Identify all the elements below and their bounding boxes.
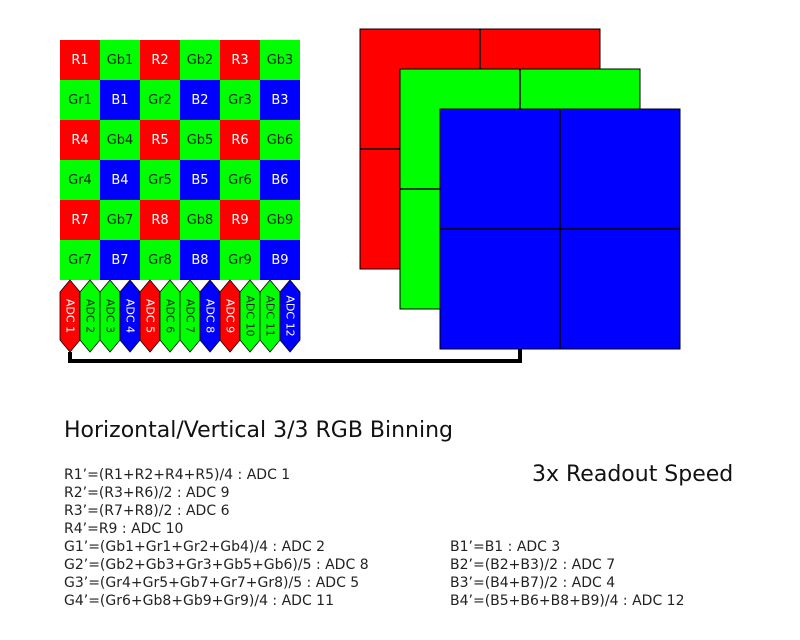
- adc-label: ADC 9: [224, 299, 237, 333]
- formula-r2: R2’=(R3+R6)/2 : ADC 9: [64, 485, 230, 501]
- adc-label: ADC 11: [264, 295, 277, 336]
- formula-b1: B1’=B1 : ADC 3: [450, 539, 561, 555]
- pixel-b3: B3: [260, 80, 300, 120]
- adc-10: ADC 10: [239, 279, 261, 353]
- adc-label: ADC 12: [284, 295, 297, 336]
- formula-g2: G2’=(Gb2+Gb3+Gr3+Gb5+Gb6)/5 : ADC 8: [64, 557, 369, 573]
- formula-list-left: R1’=(R1+R2+R4+R5)/4 : ADC 1 R2’=(R3+R6)/…: [64, 466, 369, 610]
- pixel-gr1: Gr1: [60, 80, 100, 120]
- adc-8: ADC 8: [199, 279, 221, 353]
- adc-label: ADC 2: [84, 299, 97, 333]
- adc-3: ADC 3: [99, 279, 121, 353]
- formula-g4: G4’=(Gr6+Gb8+Gb9+Gr9)/4 : ADC 11: [64, 593, 334, 609]
- pixel-r5: R5: [140, 120, 180, 160]
- adc-label: ADC 6: [164, 299, 177, 333]
- adc-12: ADC 12: [279, 279, 301, 353]
- pixel-r4: R4: [60, 120, 100, 160]
- pixel-gb7: Gb7: [100, 200, 140, 240]
- pixel-b9: B9: [260, 240, 300, 280]
- pixel-r3: R3: [220, 40, 260, 80]
- pixel-r1: R1: [60, 40, 100, 80]
- pixel-b2: B2: [180, 80, 220, 120]
- formula-list-right: B1’=B1 : ADC 3 B2’=(B2+B3)/2 : ADC 7 B3’…: [450, 538, 685, 610]
- adc-2: ADC 2: [79, 279, 101, 353]
- pixel-b8: B8: [180, 240, 220, 280]
- pixel-gr6: Gr6: [220, 160, 260, 200]
- pixel-gb6: Gb6: [260, 120, 300, 160]
- adc-label: ADC 8: [204, 299, 217, 333]
- adc-1: ADC 1: [59, 279, 81, 353]
- adc-4: ADC 4: [119, 279, 141, 353]
- formula-r3: R3’=(R7+R8)/2 : ADC 6: [64, 503, 230, 519]
- formula-b2: B2’=(B2+B3)/2 : ADC 7: [450, 557, 616, 573]
- pixel-b6: B6: [260, 160, 300, 200]
- adc-label: ADC 7: [184, 299, 197, 333]
- pixel-r7: R7: [60, 200, 100, 240]
- pixel-gb9: Gb9: [260, 200, 300, 240]
- pixel-r6: R6: [220, 120, 260, 160]
- formula-b4: B4’=(B5+B6+B8+B9)/4 : ADC 12: [450, 593, 685, 609]
- adc-9: ADC 9: [219, 279, 241, 353]
- adc-label: ADC 3: [104, 299, 117, 333]
- formula-b3: B3’=(B4+B7)/2 : ADC 4: [450, 575, 616, 591]
- pixel-b5: B5: [180, 160, 220, 200]
- adc-5: ADC 5: [139, 279, 161, 353]
- adc-11: ADC 11: [259, 279, 281, 353]
- blue-binned-plane: [439, 108, 681, 350]
- pixel-b7: B7: [100, 240, 140, 280]
- formula-r1: R1’=(R1+R2+R4+R5)/4 : ADC 1: [64, 467, 291, 483]
- adc-6: ADC 6: [159, 279, 181, 353]
- pixel-gb2: Gb2: [180, 40, 220, 80]
- pixel-gr7: Gr7: [60, 240, 100, 280]
- adc-label: ADC 10: [244, 295, 257, 336]
- pixel-gb5: Gb5: [180, 120, 220, 160]
- readout-speed-label: 3x Readout Speed: [532, 462, 734, 487]
- adc-label: ADC 4: [124, 299, 137, 333]
- adc-row: ADC 1 ADC 2 ADC 3 ADC 4 ADC 5 ADC 6 ADC 7 ADC 8…: [59, 279, 301, 353]
- pixel-gb1: Gb1: [100, 40, 140, 80]
- pixel-b1: B1: [100, 80, 140, 120]
- formula-g1: G1’=(Gb1+Gr1+Gr2+Gb4)/4 : ADC 2: [64, 539, 326, 555]
- adc-bus-line: [68, 347, 522, 363]
- pixel-gr3: Gr3: [220, 80, 260, 120]
- pixel-r2: R2: [140, 40, 180, 80]
- pixel-gb4: Gb4: [100, 120, 140, 160]
- adc-7: ADC 7: [179, 279, 201, 353]
- pixel-r8: R8: [140, 200, 180, 240]
- pixel-r9: R9: [220, 200, 260, 240]
- adc-hexagon: [279, 279, 301, 353]
- formula-r4: R4’=R9 : ADC 10: [64, 521, 184, 537]
- pixel-gb3: Gb3: [260, 40, 300, 80]
- pixel-b4: B4: [100, 160, 140, 200]
- adc-label: ADC 5: [144, 299, 157, 333]
- formula-g3: G3’=(Gr4+Gr5+Gb7+Gr7+Gr8)/5 : ADC 5: [64, 575, 360, 591]
- pixel-gr5: Gr5: [140, 160, 180, 200]
- pixel-gr4: Gr4: [60, 160, 100, 200]
- diagram-title: Horizontal/Vertical 3/3 RGB Binning: [64, 418, 454, 443]
- adc-label: ADC 1: [64, 299, 77, 333]
- pixel-gr8: Gr8: [140, 240, 180, 280]
- pixel-gr2: Gr2: [140, 80, 180, 120]
- pixel-gr9: Gr9: [220, 240, 260, 280]
- pixel-gb8: Gb8: [180, 200, 220, 240]
